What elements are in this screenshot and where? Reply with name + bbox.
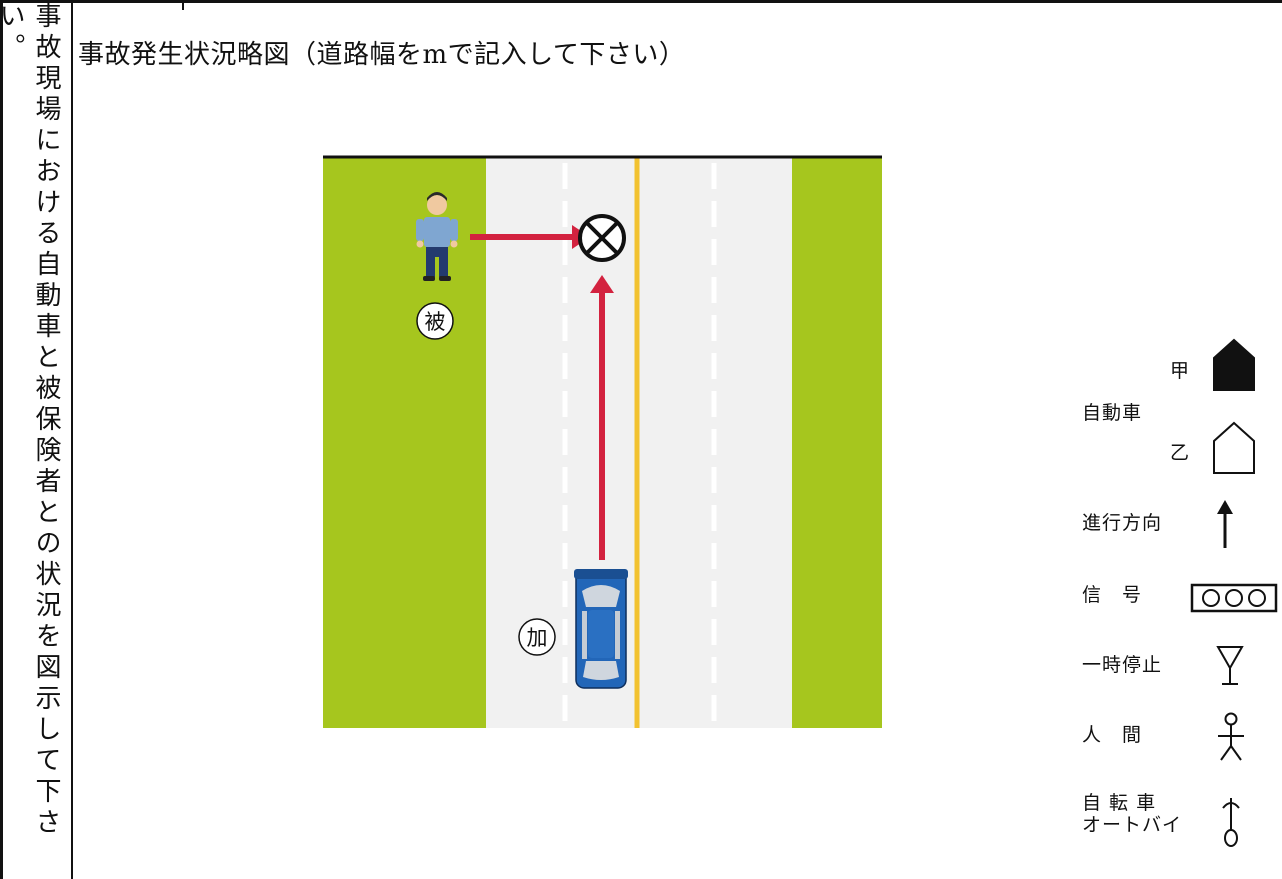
vehicle-arrow-head (590, 275, 614, 293)
left-border (0, 0, 3, 879)
accident-diagram: 被 加 (323, 155, 882, 728)
direction-arrow-icon (1217, 500, 1233, 548)
bicycle-icon (1222, 798, 1240, 847)
vehicle-car (574, 569, 628, 689)
traffic-signal-icon (1190, 583, 1278, 613)
top-border (0, 0, 1282, 3)
driver-marker-circle (518, 618, 556, 656)
column-divider (71, 0, 73, 879)
legend-person-label: 人 間 (1082, 724, 1143, 746)
legend-signal-label: 信 号 (1082, 584, 1143, 606)
victim-marker: 被 (425, 310, 446, 334)
legend-car-label: 自動車 (1082, 402, 1143, 424)
driver-marker: 加 (527, 626, 548, 650)
diagram-heading: 事故発生状況略図（道路幅をmで記入して下さい） (78, 40, 686, 70)
legend-bicycle-label-2: オートバイ (1082, 814, 1183, 836)
grass-right (792, 158, 882, 728)
person-icon (1218, 712, 1244, 761)
pedestrian-figure (416, 192, 458, 281)
top-border-tick (182, 0, 184, 10)
collision-point-icon (578, 214, 626, 262)
car-b-outline-icon (1213, 421, 1255, 474)
legend-car-a-label: 甲 (1170, 360, 1191, 382)
victim-marker-circle (416, 302, 454, 340)
grass-left (323, 158, 486, 728)
legend-direction-label: 進行方向 (1082, 512, 1163, 534)
section-label: 事故現場における自動車と被保険者との状況を図示して下さい。 (0, 2, 61, 839)
legend-stop-label: 一時停止 (1082, 654, 1163, 676)
car-a-filled-icon (1213, 338, 1255, 391)
legend-car-b-label: 乙 (1170, 442, 1191, 464)
stop-sign-icon (1216, 646, 1244, 685)
legend-bicycle-label-1: 自 転 車 (1082, 792, 1157, 814)
